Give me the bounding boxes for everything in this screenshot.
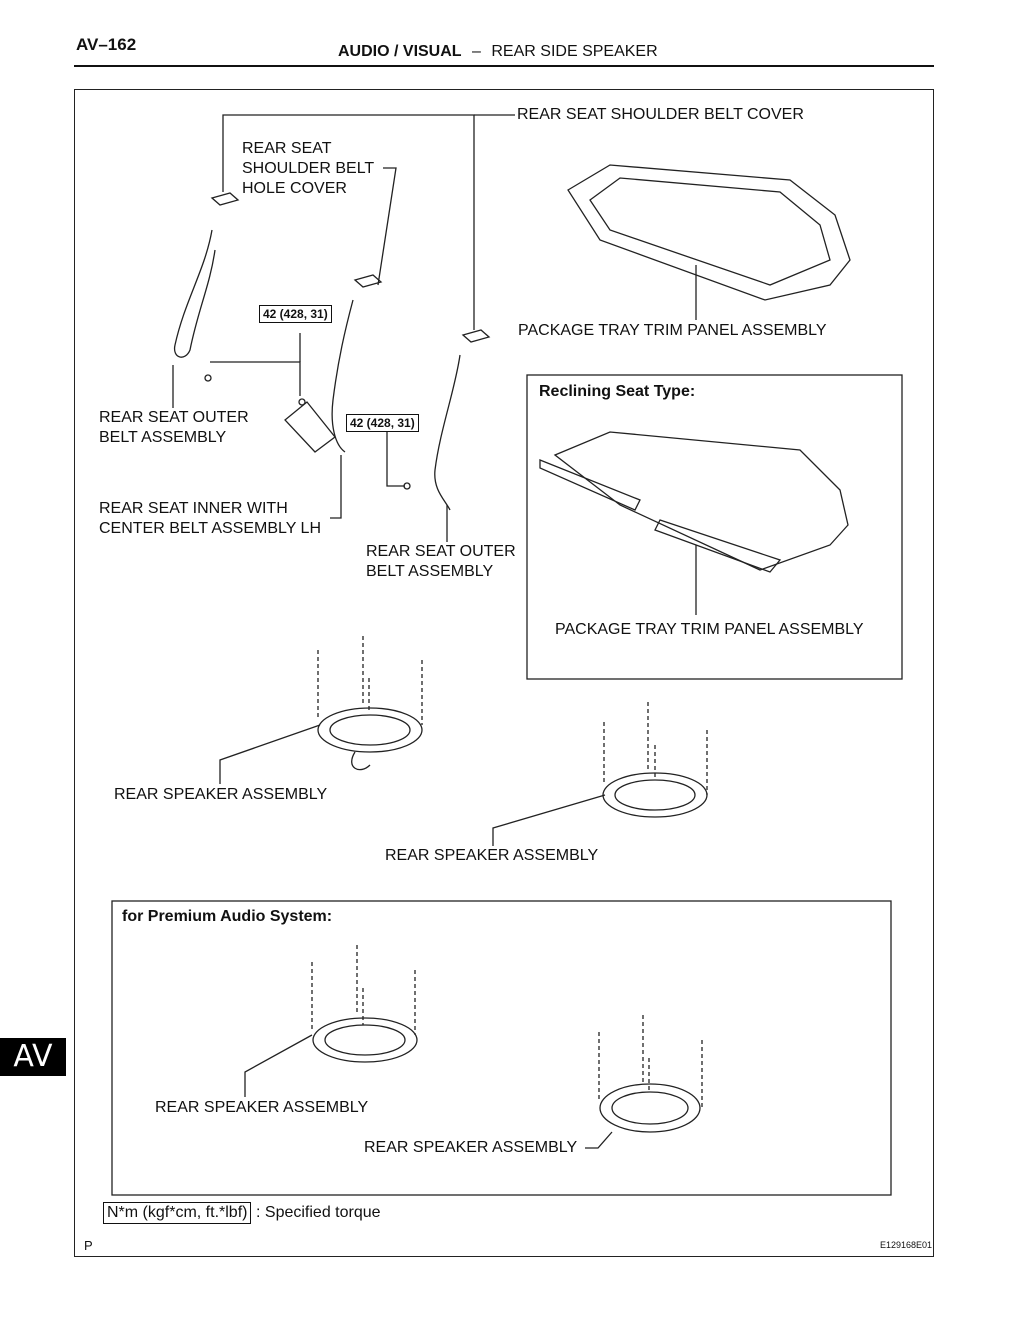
page-number: AV–162 (76, 35, 137, 54)
bolt-right (403, 482, 411, 490)
speaker-1 (317, 707, 423, 753)
package-tray-1-inner (589, 177, 831, 286)
outer-belt-right (434, 354, 461, 511)
leader-inner-belt (330, 455, 342, 519)
tray-2-rail-right (654, 519, 782, 573)
leader-speaker-3 (244, 1034, 313, 1097)
subsection-name: REAR SIDE SPEAKER (491, 43, 658, 60)
leader-hole-cover (377, 167, 397, 286)
label-shoulder-belt-cover: REAR SEAT SHOULDER BELT COVER (517, 106, 804, 123)
speaker-3 (312, 1017, 418, 1063)
belt-cover-part (461, 329, 491, 343)
inner-belt (331, 299, 354, 453)
speaker-2-cone (614, 779, 696, 811)
leader-speaker-4 (585, 1131, 613, 1149)
package-tray-1 (567, 164, 851, 301)
leader-torque-right (386, 432, 405, 487)
label-rear-speaker-1: REAR SPEAKER ASSEMBLY (114, 786, 328, 803)
label-outer-belt-left: REAR SEAT OUTER BELT ASSEMBLY (99, 409, 249, 446)
outer-belt-left (173, 229, 216, 358)
leader-belt-cover (222, 114, 475, 330)
header-title: AUDIO / VISUAL – REAR SIDE SPEAKER (338, 43, 658, 61)
speaker-1-cone (329, 714, 411, 746)
figure-id: E129168E01 (880, 1240, 933, 1250)
label-hole-cover: REAR SEAT SHOULDER BELT HOLE COVER (242, 140, 375, 197)
label-package-tray-1: PACKAGE TRAY TRIM PANEL ASSEMBLY (518, 322, 827, 339)
premium-box (111, 900, 892, 1196)
tray-2-rail-left (539, 459, 641, 511)
label-rear-speaker-3: REAR SPEAKER ASSEMBLY (155, 1099, 369, 1116)
label-outer-belt-right: REAR SEAT OUTER BELT ASSEMBLY (366, 543, 516, 580)
leader-torque-left (210, 361, 301, 396)
hole-cover-part-2 (353, 274, 383, 288)
speaker-1-wire (351, 751, 371, 771)
package-tray-2 (553, 431, 849, 571)
label-premium-title: for Premium Audio System: (122, 908, 333, 925)
torque-spec-right: 42 (428, 31) (346, 414, 419, 432)
diagram-frame (74, 89, 934, 1257)
section-name: AUDIO / VISUAL (338, 43, 462, 60)
header-separator: – (472, 43, 481, 60)
label-package-tray-2: PACKAGE TRAY TRIM PANEL ASSEMBLY (555, 621, 864, 638)
leader-speaker-1 (219, 724, 321, 784)
hole-cover-part (210, 192, 240, 206)
torque-legend-text: : Specified torque (256, 1204, 381, 1221)
speaker-3-cone (324, 1024, 406, 1056)
bolt-center (298, 398, 306, 406)
header-rule (74, 65, 934, 67)
leader-speaker-2 (492, 794, 606, 846)
torque-spec-left: 42 (428, 31) (259, 305, 332, 323)
label-reclining-title: Reclining Seat Type: (539, 383, 696, 400)
footer-left: P (84, 1238, 93, 1253)
section-tab: AV (0, 1038, 66, 1076)
label-rear-speaker-2: REAR SPEAKER ASSEMBLY (385, 847, 599, 864)
label-inner-belt: REAR SEAT INNER WITH CENTER BELT ASSEMBL… (99, 500, 322, 537)
reclining-box (526, 374, 903, 680)
speaker-4-cone (611, 1091, 689, 1125)
buckle (284, 401, 336, 453)
bolt-left (204, 374, 212, 382)
speaker-4 (599, 1083, 701, 1133)
label-rear-speaker-4: REAR SPEAKER ASSEMBLY (364, 1139, 578, 1156)
torque-legend-box: N*m (kgf*cm, ft.*lbf) (103, 1202, 252, 1224)
